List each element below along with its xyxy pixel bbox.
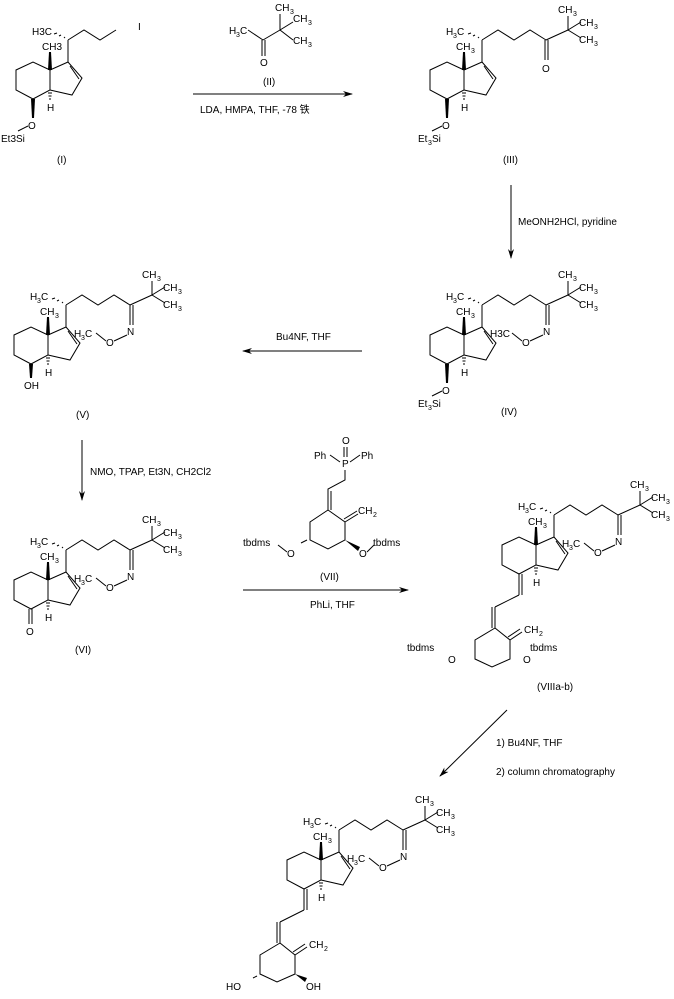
svg-text:CH: CH: [293, 36, 307, 47]
iodo-atom: I: [138, 22, 141, 33]
svg-text:O: O: [28, 121, 36, 132]
svg-text:2: 2: [373, 512, 377, 519]
compound-i: CH3 H H3C I O Et3Si: [1, 22, 141, 145]
svg-text:O: O: [287, 549, 295, 560]
svg-text:3: 3: [594, 306, 598, 313]
phosphorus: P: [342, 459, 349, 470]
reagent-step-3: Bu4NF, THF: [276, 332, 331, 343]
phenyl-right: Ph: [361, 451, 373, 462]
svg-text:CH: CH: [358, 506, 372, 517]
svg-text:3: 3: [428, 405, 432, 412]
compound-label-vii: (VII): [320, 572, 339, 583]
hydroxyl-v: OH: [24, 381, 39, 392]
svg-text:O: O: [448, 655, 456, 666]
svg-text:O: O: [442, 121, 450, 132]
svg-text:CH: CH: [579, 300, 593, 311]
svg-text:CH: CH: [275, 3, 289, 14]
reagent-step-6a: 1) Bu4NF, THF: [496, 738, 563, 749]
svg-text:O: O: [522, 338, 530, 349]
compound-label-v: (V): [76, 410, 89, 421]
c21-methyl-i: H3C: [32, 27, 52, 38]
svg-text:Si: Si: [432, 134, 441, 145]
svg-text:C: C: [240, 26, 247, 37]
protect-left-vii: tbdms: [243, 538, 270, 549]
reagent-step-4: NMO, TPAP, Et3N, CH2Cl2: [90, 467, 212, 478]
compound-v: OH: [13, 269, 183, 392]
silyl-group-i: Et3Si: [1, 134, 25, 145]
svg-text:Et: Et: [418, 134, 428, 145]
reagent-step-5: PhLi, THF: [310, 600, 355, 611]
compound-label-iii: (III): [503, 155, 518, 166]
svg-text:2: 2: [539, 631, 543, 638]
svg-text:3: 3: [594, 24, 598, 31]
svg-text:3: 3: [308, 20, 312, 27]
svg-text:H: H: [229, 26, 236, 37]
svg-text:3: 3: [308, 42, 312, 49]
svg-text:CH: CH: [309, 940, 323, 951]
svg-text:CH: CH: [558, 270, 572, 281]
hydroxyl-right-final: OH: [306, 982, 321, 993]
reagent-step-1: LDA, HMPA, THF, -78 铁: [200, 103, 310, 116]
compound-label-ii: (II): [263, 77, 275, 88]
compound-vi: O: [13, 514, 183, 638]
compound-label-iv: (IV): [501, 407, 517, 418]
svg-text:Et: Et: [418, 399, 428, 410]
svg-text:O: O: [523, 655, 531, 666]
svg-text:3: 3: [236, 32, 240, 39]
svg-text:CH: CH: [579, 18, 593, 29]
ketone-oxygen-vi: O: [26, 627, 34, 638]
svg-text:3: 3: [594, 41, 598, 48]
phosphoryl-oxygen: O: [342, 436, 350, 447]
angular-methyl-i: CH3: [42, 42, 62, 53]
svg-text:3: 3: [428, 140, 432, 147]
svg-text:N: N: [543, 327, 550, 338]
svg-text:O: O: [542, 64, 550, 75]
svg-text:O: O: [260, 58, 268, 69]
methoxy-carbon-iv: H3C: [490, 329, 510, 340]
hydroxyl-left-final: HO: [226, 982, 241, 993]
svg-text:Si: Si: [432, 399, 441, 410]
protect-left-viii: tbdms: [407, 643, 434, 654]
protect-right-viii: tbdms: [530, 643, 557, 654]
arrow-step-6: [439, 709, 508, 777]
svg-text:CH: CH: [524, 625, 538, 636]
svg-text:CH: CH: [579, 35, 593, 46]
protect-right-vii: tbdms: [373, 538, 400, 549]
svg-text:CH: CH: [293, 14, 307, 25]
svg-text:H: H: [47, 103, 54, 114]
svg-text:CH: CH: [558, 5, 572, 16]
compound-label-i: (I): [57, 155, 66, 166]
compound-label-vi: (VI): [75, 645, 91, 656]
svg-text:O: O: [359, 549, 367, 560]
svg-text:3: 3: [573, 276, 577, 283]
reagent-step-2: MeONH2HCl, pyridine: [518, 217, 617, 228]
reagent-step-6b: 2) column chromatography: [496, 767, 615, 778]
svg-text:O: O: [442, 386, 450, 397]
compound-label-viii: (VIIIa-b): [537, 682, 573, 693]
svg-text:CH: CH: [579, 283, 593, 294]
svg-text:2: 2: [324, 946, 328, 953]
phenyl-left: Ph: [314, 451, 326, 462]
svg-text:3: 3: [573, 11, 577, 18]
svg-text:3: 3: [594, 289, 598, 296]
svg-text:3: 3: [290, 9, 294, 16]
